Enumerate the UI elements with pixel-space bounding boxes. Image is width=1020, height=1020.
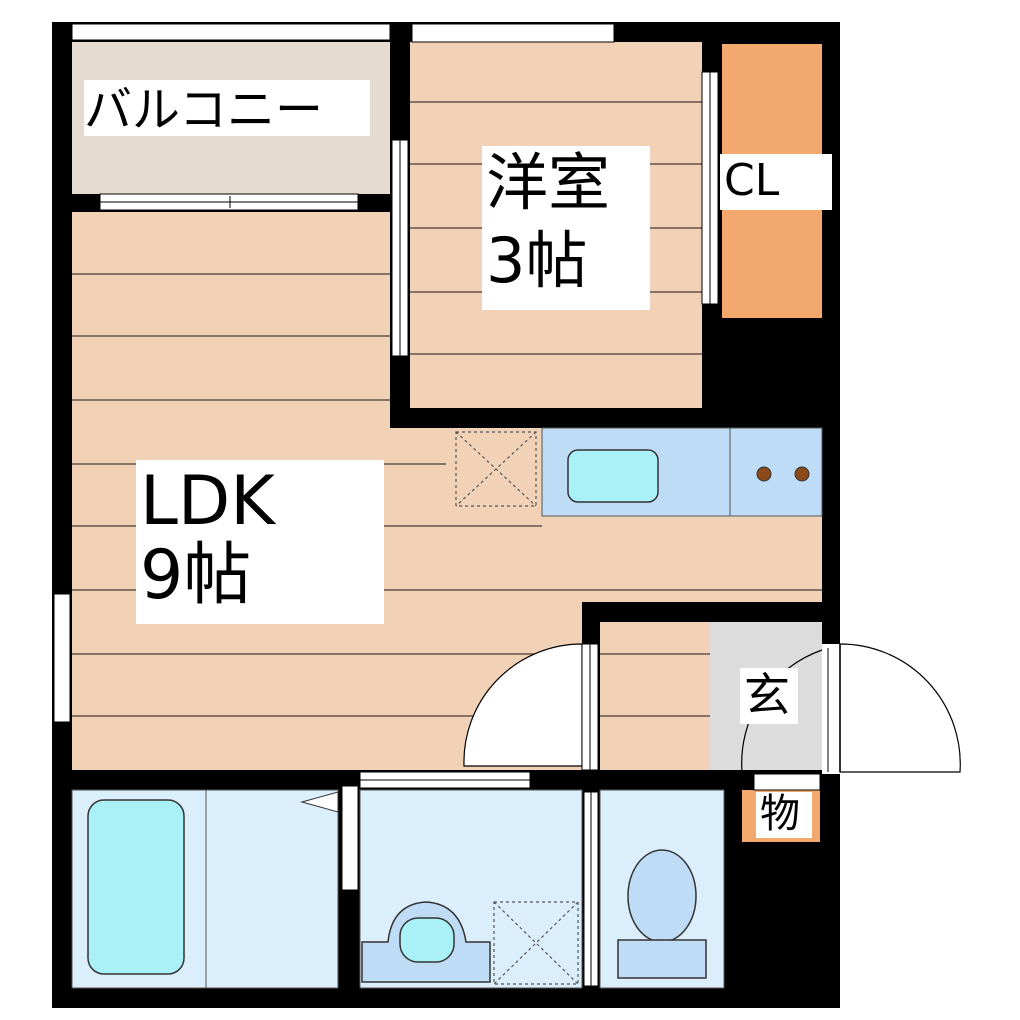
storage-door bbox=[753, 773, 821, 791]
ldk-name: LDK bbox=[140, 462, 275, 541]
ldk-size: 9帖 bbox=[140, 536, 252, 615]
stove-burner-icon bbox=[794, 466, 810, 482]
western-room-window bbox=[411, 23, 615, 43]
ldk-label: LDK 9帖 bbox=[136, 460, 384, 624]
bathtub-icon bbox=[87, 799, 185, 975]
toilet-icon bbox=[617, 849, 707, 979]
door-swing-icon bbox=[463, 643, 599, 771]
ldk-floor-upper bbox=[72, 212, 390, 428]
hall-floor bbox=[600, 622, 710, 770]
shower-icon bbox=[300, 791, 339, 813]
western-room-name: 洋室 bbox=[486, 146, 611, 219]
sink-icon bbox=[567, 449, 659, 503]
western-room-label: 洋室 3帖 bbox=[482, 146, 650, 310]
washer-pan-icon bbox=[493, 901, 579, 985]
balcony-rail bbox=[71, 23, 391, 41]
balcony-label: バルコニー bbox=[84, 80, 370, 136]
storage-label: 物 bbox=[756, 792, 812, 838]
ldk-window bbox=[53, 593, 71, 723]
western-room-size: 3帖 bbox=[486, 224, 588, 297]
stove-burner-icon bbox=[756, 466, 772, 482]
closet-label: CL bbox=[720, 154, 832, 210]
entrance-label: 玄 bbox=[740, 668, 798, 724]
bathroom-door bbox=[341, 785, 359, 891]
door-swing-icon bbox=[741, 643, 962, 774]
fridge-space-icon bbox=[455, 431, 537, 507]
washbasin-icon bbox=[361, 901, 491, 983]
